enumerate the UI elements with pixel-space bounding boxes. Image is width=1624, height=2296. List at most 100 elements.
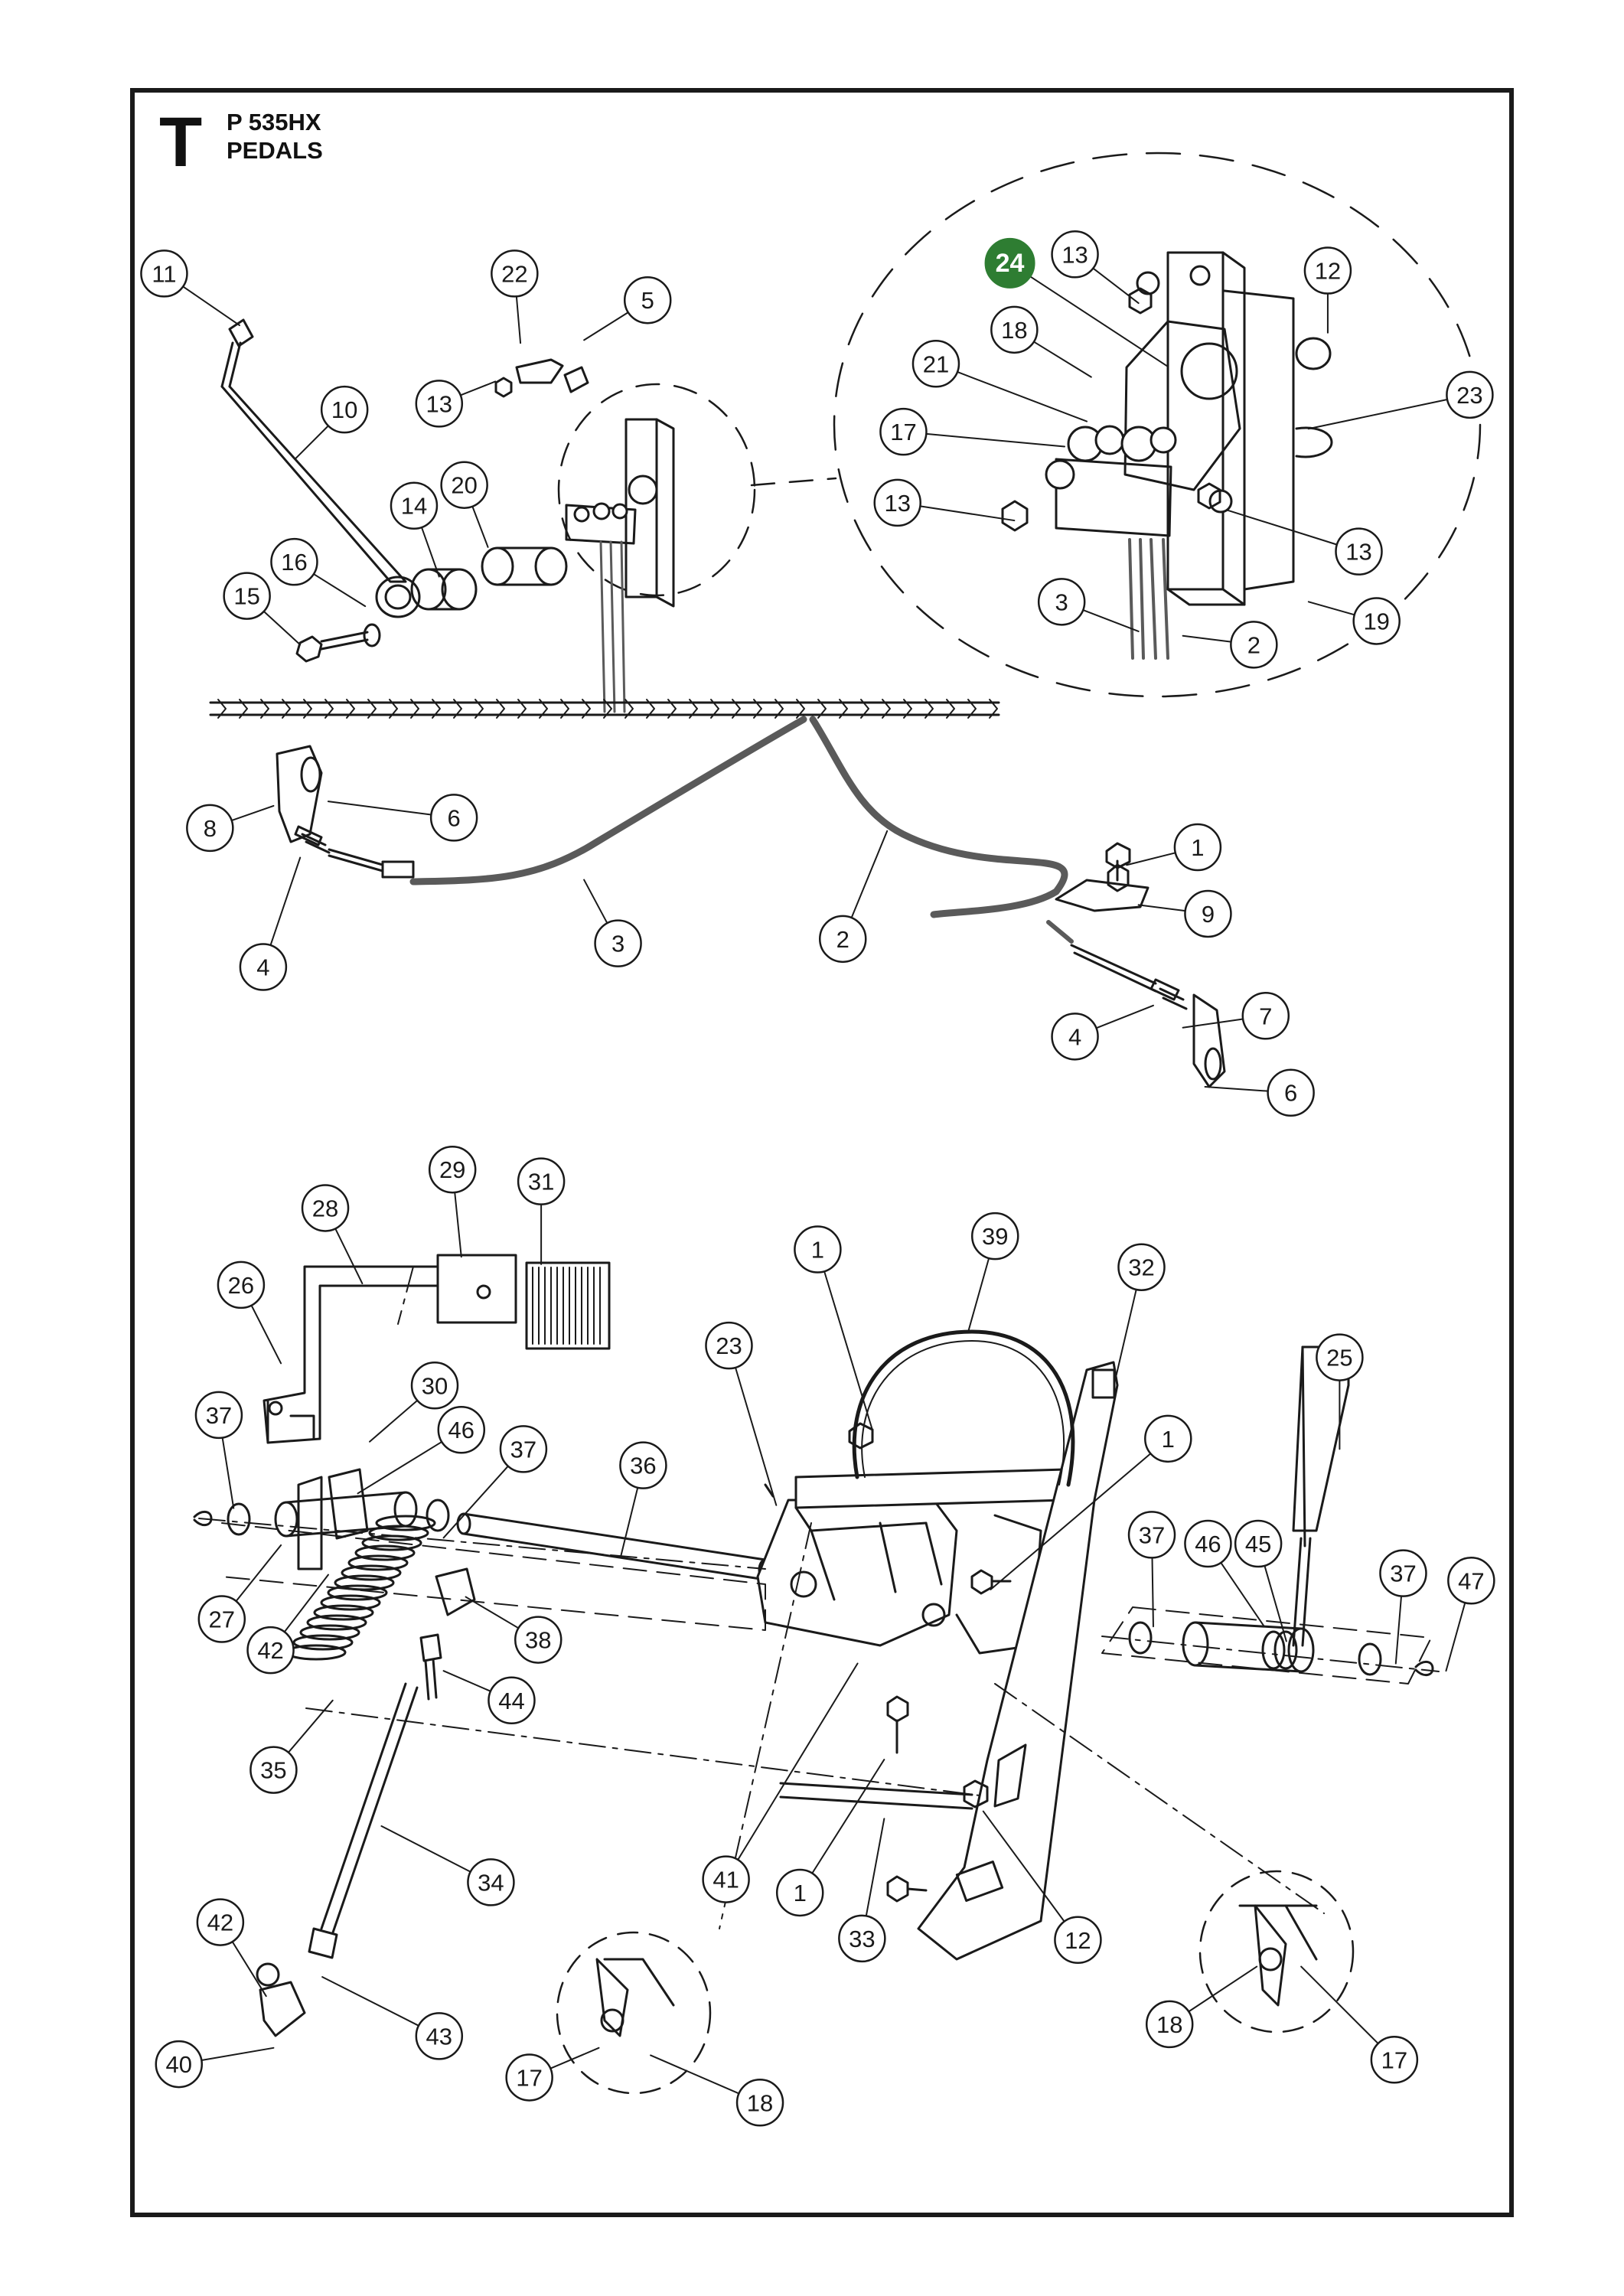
model-name: P 535HX	[227, 109, 321, 135]
callout-c16: 16	[270, 537, 318, 586]
leader-line	[295, 425, 329, 459]
leader-line	[287, 1699, 334, 1753]
callout-circle	[1127, 1511, 1176, 1559]
callout-label: 7	[1259, 1003, 1272, 1029]
callout-circle	[702, 1855, 750, 1903]
cable-loop-39	[852, 1329, 1075, 1487]
callout-c13a: 13	[415, 380, 464, 428]
leader-line	[1082, 609, 1140, 632]
leader-line	[201, 2047, 275, 2061]
leader-line	[1092, 267, 1140, 305]
leader-line	[442, 1670, 491, 1692]
callout-circle	[1316, 1333, 1364, 1381]
leader-line	[1182, 1018, 1244, 1029]
callout-c14: 14	[390, 481, 439, 530]
callout-circle	[1267, 1068, 1315, 1117]
hex-nut-small	[494, 377, 513, 398]
callout-c27: 27	[197, 1595, 246, 1643]
leader-line	[235, 1544, 282, 1603]
callout-circle	[517, 1157, 566, 1205]
callout-circle	[410, 1362, 459, 1410]
callout-c44: 44	[488, 1676, 536, 1725]
callout-label: 38	[525, 1627, 551, 1654]
callout-label: 3	[1055, 589, 1068, 615]
callout-circle	[838, 1914, 886, 1963]
plane-outlines	[221, 1522, 1432, 1684]
bushing-37-mid	[426, 1499, 450, 1532]
leader-line	[549, 2047, 600, 2069]
leader-line	[357, 1440, 443, 1495]
callout-label: 19	[1363, 608, 1389, 634]
callout-c45: 45	[1234, 1519, 1283, 1568]
callout-label: 1	[1162, 1426, 1175, 1453]
detail-circle-bottom-left	[556, 1931, 712, 2095]
leader-line	[230, 804, 275, 822]
section-letter: T	[159, 103, 203, 181]
leader-line	[231, 1941, 267, 1998]
callout-c37d: 37	[1379, 1549, 1427, 1597]
rod-end-43	[308, 1927, 338, 1959]
callout-label: 23	[716, 1332, 742, 1359]
leader-line	[380, 1825, 471, 1873]
leader-line	[734, 1366, 778, 1506]
callout-c46a: 46	[437, 1405, 486, 1454]
callout-c34: 34	[467, 1858, 515, 1906]
callout-c24: 24	[984, 237, 1035, 289]
cable-end-left	[276, 745, 415, 879]
callout-circle	[514, 1616, 563, 1664]
pedal-pad-29	[436, 1254, 517, 1324]
callout-c6a: 6	[429, 794, 478, 842]
callout-circle	[1446, 370, 1494, 419]
callout-c1d: 1	[775, 1868, 824, 1917]
callout-label: 43	[426, 2023, 452, 2050]
callout-label: 28	[312, 1195, 338, 1221]
callout-c2a: 2	[1230, 621, 1278, 669]
leader-line	[283, 1574, 329, 1633]
callout-c2b: 2	[818, 915, 867, 964]
callout-circle	[249, 1746, 298, 1794]
leader-line	[990, 1453, 1152, 1590]
leader-line	[515, 295, 522, 344]
callout-circle	[390, 481, 439, 530]
leader-line	[1032, 341, 1092, 378]
cable-end-right	[1055, 859, 1226, 1088]
callout-circle	[223, 572, 271, 620]
callout-circle	[415, 380, 464, 428]
callout-c18b: 18	[735, 2079, 784, 2127]
hex-nut	[1128, 287, 1153, 315]
callout-label: 17	[516, 2064, 542, 2091]
callout-label: 34	[478, 1869, 504, 1896]
callout-c17a: 17	[879, 407, 928, 456]
callout-label: 30	[422, 1372, 448, 1399]
detail-circle-bottom-right	[1198, 1870, 1355, 2033]
callout-c23b: 23	[705, 1321, 753, 1370]
callout-label: 24	[996, 249, 1025, 278]
leader-line	[182, 285, 240, 327]
callout-c1c: 1	[1144, 1414, 1192, 1463]
callout-c12b: 12	[1054, 1916, 1102, 1965]
leader-line	[1307, 399, 1449, 430]
callout-circle	[499, 1425, 548, 1473]
callout-c35: 35	[249, 1746, 298, 1794]
callout-label: 2	[1247, 631, 1260, 658]
callout-label: 27	[209, 1606, 235, 1633]
hex-bolt-1-top	[1105, 842, 1131, 869]
callout-circle	[1335, 527, 1383, 576]
callout-c47: 47	[1447, 1557, 1495, 1605]
leader-line	[312, 573, 367, 608]
callout-circle	[1230, 621, 1278, 669]
callout-label: 26	[228, 1272, 254, 1299]
callout-c42a: 42	[246, 1626, 295, 1675]
callout-circle	[1379, 1549, 1427, 1597]
callout-circle	[437, 1405, 486, 1454]
callout-circle	[301, 1184, 350, 1232]
detail-bottom-left-parts	[595, 1958, 675, 2037]
leader-line	[956, 370, 1088, 422]
callout-circle	[735, 2079, 784, 2127]
callout-label: 37	[1390, 1561, 1416, 1587]
leader-line	[650, 2054, 740, 2095]
ball-joint-40	[259, 1981, 306, 2037]
callout-label: 13	[426, 390, 452, 417]
callout-label: 1	[1191, 834, 1204, 861]
